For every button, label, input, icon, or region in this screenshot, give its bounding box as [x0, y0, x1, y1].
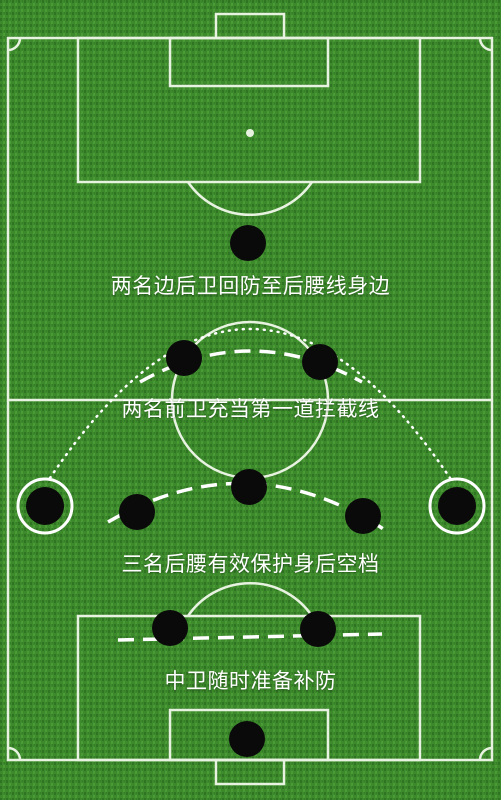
player-forward-right [302, 344, 338, 380]
defence-dashed-line [117, 632, 383, 642]
bottom-goal [214, 758, 286, 786]
player-wide-right [438, 487, 476, 525]
wide-right-ring [428, 477, 486, 535]
wide-backs-dotted-arc [48, 327, 452, 480]
player-back-right [300, 611, 336, 647]
corner-arc-bl [7, 746, 22, 761]
corner-arc-tr [478, 37, 493, 52]
player-midfield-left [119, 494, 155, 530]
corner-arc-br [478, 746, 493, 761]
top-penalty-arc [186, 181, 314, 216]
player-midfield-right [345, 498, 381, 534]
corner-arc-tl [7, 37, 22, 52]
caption-midfield: 三名后腰有效保护身后空档 [121, 552, 380, 576]
caption-center-backs: 中卫随时准备补防 [164, 669, 337, 693]
player-wide-left [26, 487, 64, 525]
player-midfield-center [231, 469, 267, 505]
caption-wide-backs: 两名边后卫回防至后腰线身边 [110, 274, 391, 298]
top-penalty-spot [246, 129, 254, 137]
player-goalkeeper-top [230, 225, 266, 261]
pitch-markings [6, 12, 494, 786]
player-forward-left [166, 340, 202, 376]
wide-left-ring [16, 477, 74, 535]
caption-first-line: 两名前卫充当第一道拦截线 [121, 397, 380, 421]
players [26, 225, 476, 757]
player-goalkeeper-bottom [229, 721, 265, 757]
bottom-penalty-arc [186, 582, 314, 617]
player-back-left [152, 610, 188, 646]
top-goal [214, 12, 286, 40]
